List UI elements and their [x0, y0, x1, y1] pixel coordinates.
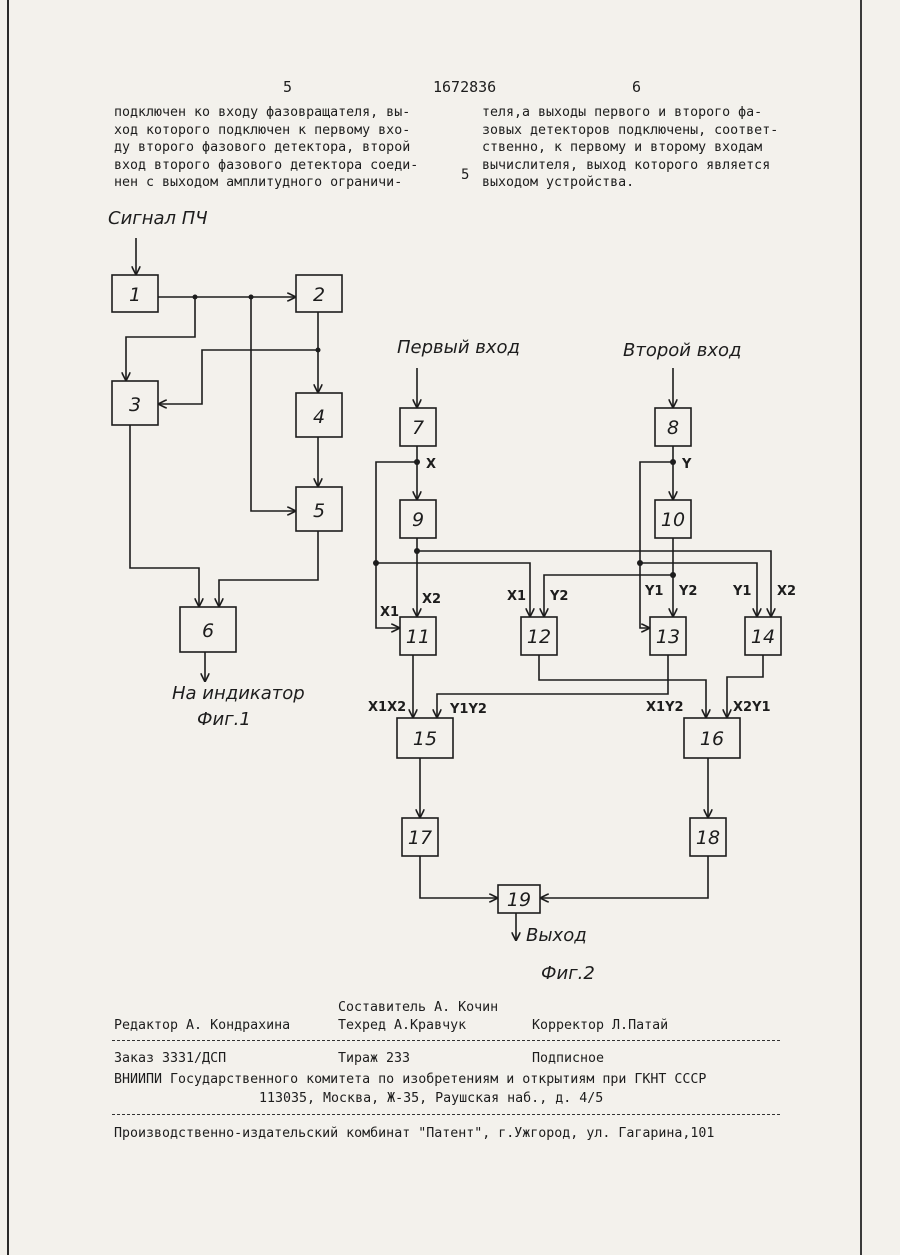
block-17-label: 17 — [408, 827, 432, 849]
imprint-subscription: Подписное — [532, 1051, 604, 1066]
imprint-editor: Редактор А. Кондрахина — [114, 1018, 290, 1033]
block-16-label: 16 — [700, 728, 724, 750]
block-2-label: 2 — [313, 284, 325, 306]
figure-2 — [376, 368, 781, 940]
block-3-label: 3 — [129, 394, 141, 416]
signal-b16-in1: X1Y2 — [646, 700, 684, 715]
imprint-address: 113035, Москва, Ж-35, Раушская наб., д. … — [259, 1091, 603, 1106]
imprint-publisher: Производственно-издательский комбинат "П… — [114, 1126, 714, 1141]
fig2-input2-label: Второй вход — [623, 340, 741, 361]
imprint-corrector: Корректор Л.Патай — [532, 1018, 668, 1033]
signal-b11-in2: X2 — [422, 592, 441, 607]
signal-y-label: Y — [681, 457, 692, 472]
imprint-organization: ВНИИПИ Государственного комитета по изоб… — [114, 1072, 706, 1087]
signal-b11-in1: X1 — [380, 605, 399, 620]
signal-b16-in2: X2Y1 — [733, 700, 771, 715]
imprint-divider-bottom — [112, 1114, 780, 1115]
imprint-order: Заказ 3331/ДСП — [114, 1051, 226, 1066]
block-7-label: 7 — [412, 417, 424, 439]
signal-b14-in2: X2 — [777, 584, 796, 599]
signal-b13-in2: Y2 — [678, 584, 697, 599]
signal-b12-in1: X1 — [507, 589, 526, 604]
figure-1 — [112, 238, 342, 681]
imprint-divider-top — [112, 1040, 780, 1041]
imprint-compiler: Составитель А. Кочин — [338, 1000, 498, 1015]
block-5-label: 5 — [313, 500, 325, 522]
signal-b15-in2: Y1Y2 — [449, 702, 487, 717]
fig2-output-label: Выход — [526, 925, 587, 946]
block-18-label: 18 — [696, 827, 720, 849]
signal-b15-in1: X1X2 — [368, 700, 406, 715]
signal-b12-in2: Y2 — [549, 589, 568, 604]
signal-b13-in1: Y1 — [644, 584, 663, 599]
block-19-label: 19 — [507, 889, 531, 911]
block-1-label: 1 — [129, 284, 141, 306]
signal-b14-in1: Y1 — [732, 584, 751, 599]
block-11-label: 11 — [406, 626, 430, 648]
signal-x-label: X — [426, 457, 436, 472]
block-10-label: 10 — [661, 509, 685, 531]
imprint-circulation: Тираж 233 — [338, 1051, 410, 1066]
block-13-label: 13 — [656, 626, 680, 648]
fig2-input1-label: Первый вход — [397, 337, 520, 358]
block-14-label: 14 — [751, 626, 775, 648]
fig1-caption: Фиг.1 — [197, 709, 251, 730]
block-12-label: 12 — [527, 626, 551, 648]
block-8-label: 8 — [667, 417, 679, 439]
fig1-output-label: На индикатор — [172, 683, 305, 704]
fig2-caption: Фиг.2 — [541, 963, 595, 984]
block-6-label: 6 — [202, 620, 214, 642]
fig1-input-label: Сигнал ПЧ — [108, 208, 208, 229]
block-15-label: 15 — [413, 728, 437, 750]
block-9-label: 9 — [412, 509, 424, 531]
imprint-techred: Техред А.Кравчук — [338, 1018, 466, 1033]
block-4-label: 4 — [313, 406, 325, 428]
